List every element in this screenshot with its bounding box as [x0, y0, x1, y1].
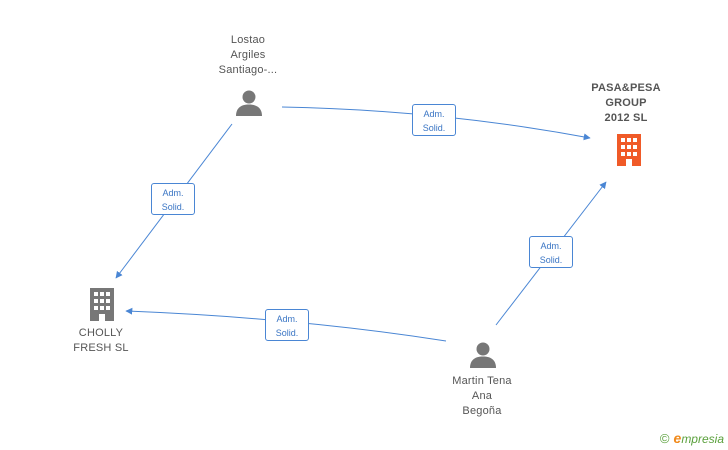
edge-label-lostao-cholly[interactable]: Adm. Solid. — [151, 183, 195, 215]
edge-label-martin-cholly[interactable]: Adm. Solid. — [265, 309, 309, 341]
node-label-cholly: CHOLLY FRESH SL — [73, 327, 129, 354]
node-label-pasa: PASA&PESA GROUP 2012 SL — [591, 82, 661, 124]
edge-label-lostao-pasa[interactable]: Adm. Solid. — [412, 104, 456, 136]
brand-name: mpresia — [681, 432, 724, 446]
edge-label-martin-pasa[interactable]: Adm. Solid. — [529, 236, 573, 268]
person-icon[interactable] — [469, 341, 497, 369]
node-label-martin: Martin Tena Ana Begoña — [452, 375, 512, 417]
node-label-lostao: Lostao Argiles Santiago-... — [218, 34, 278, 76]
building-icon[interactable] — [87, 288, 117, 321]
person-icon[interactable] — [235, 89, 263, 117]
brand-logo: ©empresia — [660, 430, 724, 446]
building-icon[interactable] — [614, 134, 644, 166]
brand-initial: e — [673, 430, 682, 446]
copyright-symbol: © — [659, 431, 670, 446]
